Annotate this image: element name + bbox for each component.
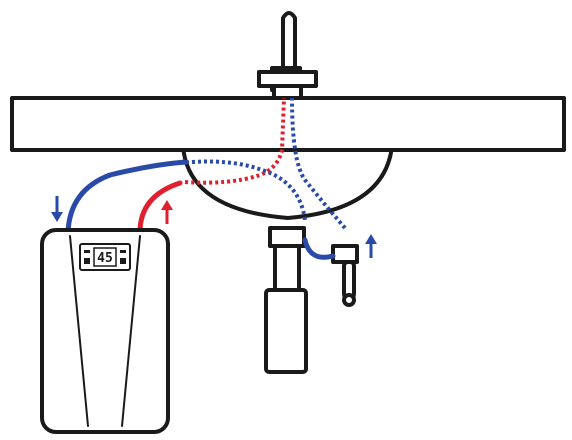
cold-pipe-dashed-supply [290,97,347,230]
cold-supply-pipe [302,237,336,260]
hidden-pipes [179,97,347,230]
heater-control-icons [84,250,126,264]
heater-display [79,243,131,271]
faucet [257,11,318,100]
cold-water-arrow-down-icon [51,196,63,222]
cold-pipe-dashed-to-heater [179,159,307,221]
water-heater: 45 [40,228,170,434]
heater-front-panel [69,235,141,427]
solid-pipes [65,159,336,260]
hot-pipe-dashed [184,97,286,185]
cold-supply-arrow-up-icon [365,234,377,258]
drain-siphon [264,226,308,374]
cold-pipe-to-heater [65,159,188,235]
flow-arrows [51,196,377,258]
hot-water-arrow-up-icon [161,200,173,224]
hot-pipe-from-heater [137,180,183,235]
angle-valve [331,244,359,307]
countertop [10,96,566,152]
heater-display-value: 45 [97,251,113,266]
